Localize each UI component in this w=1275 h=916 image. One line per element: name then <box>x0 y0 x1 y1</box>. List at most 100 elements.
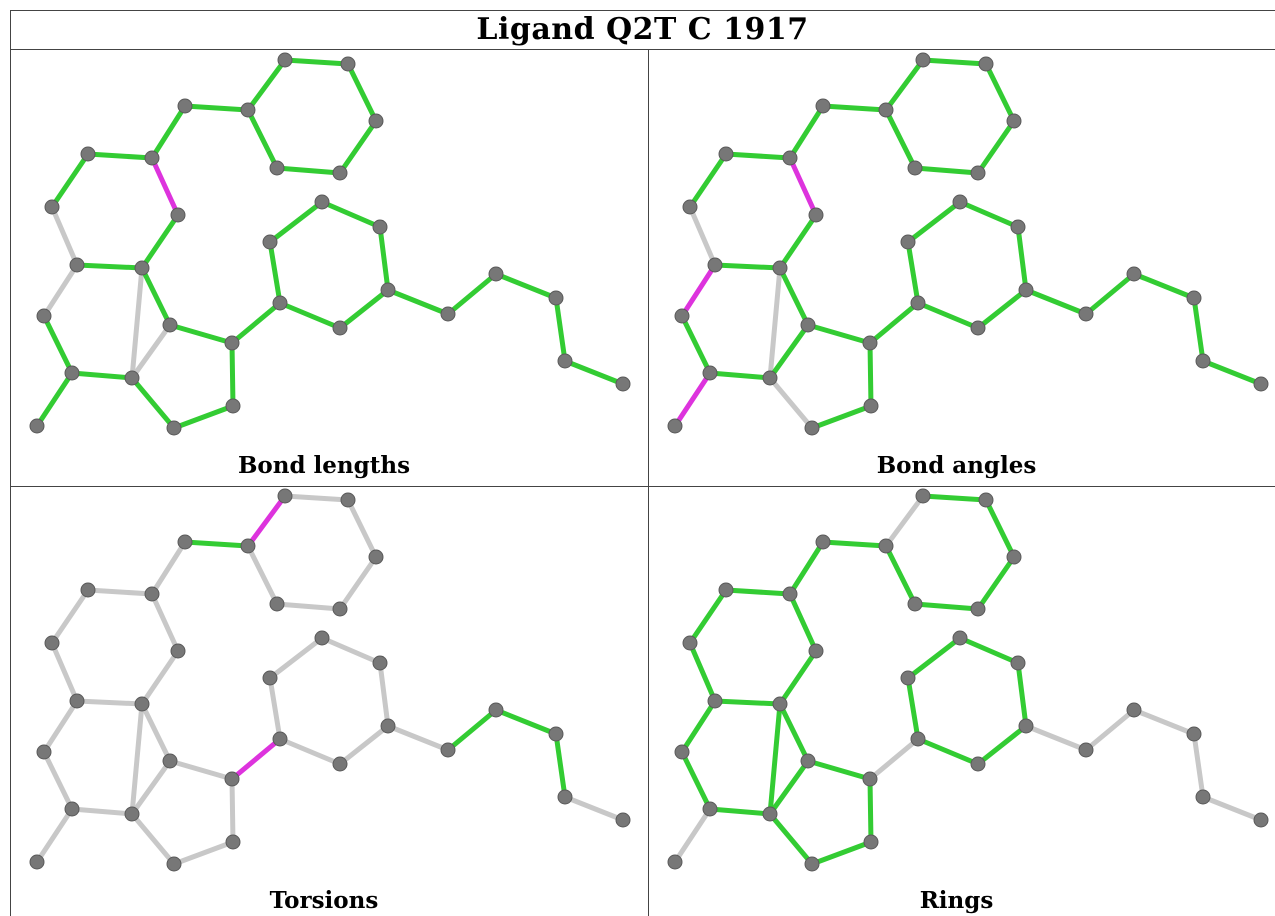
atom <box>144 150 160 166</box>
bond <box>385 723 451 753</box>
bond <box>345 61 379 124</box>
atom <box>440 306 456 322</box>
atom <box>277 52 293 68</box>
bond <box>805 758 873 782</box>
atom <box>1078 306 1094 322</box>
molecule-diagram-torsions <box>29 488 631 872</box>
bond <box>905 635 963 681</box>
atom <box>170 207 186 223</box>
atom <box>372 219 388 235</box>
atom <box>488 702 504 718</box>
atom <box>69 257 85 273</box>
bond <box>767 811 815 867</box>
bond <box>267 635 325 681</box>
bond <box>49 587 91 646</box>
bond <box>712 262 783 271</box>
bond <box>905 675 921 742</box>
atom <box>970 165 986 181</box>
bond <box>377 660 391 729</box>
bond <box>337 723 391 767</box>
bond <box>377 224 391 293</box>
atom <box>170 643 186 659</box>
bond <box>34 370 75 429</box>
bond <box>983 61 1017 124</box>
bond <box>883 107 918 171</box>
bond <box>69 370 135 381</box>
atom <box>674 744 690 760</box>
bond <box>49 151 91 210</box>
bond <box>915 736 981 767</box>
atom <box>368 549 384 565</box>
bond <box>274 165 343 176</box>
bond <box>767 322 811 381</box>
bond <box>129 701 145 817</box>
bond <box>182 539 251 549</box>
atom <box>900 234 916 250</box>
atom <box>1253 812 1269 828</box>
bond <box>777 701 811 764</box>
atom <box>340 56 356 72</box>
bond <box>493 271 559 301</box>
atom <box>1126 702 1142 718</box>
bond <box>562 358 626 387</box>
bond <box>277 300 343 331</box>
bond <box>139 648 181 707</box>
bond <box>912 601 981 612</box>
bond <box>767 265 783 381</box>
atom <box>907 596 923 612</box>
bond <box>767 375 815 431</box>
atom <box>124 806 140 822</box>
atom <box>667 418 683 434</box>
atom <box>69 693 85 709</box>
bond <box>1083 707 1137 753</box>
panel-label-torsions: Torsions <box>269 887 379 914</box>
bond <box>787 155 819 218</box>
bond <box>1015 224 1029 293</box>
atom <box>1018 282 1034 298</box>
atom <box>1010 655 1026 671</box>
bond <box>167 322 235 346</box>
bond <box>445 707 499 753</box>
bond <box>867 300 921 346</box>
bond <box>139 701 173 764</box>
atom <box>707 257 723 273</box>
bond <box>975 554 1017 612</box>
atom <box>674 308 690 324</box>
bond <box>129 811 177 867</box>
atom <box>915 488 931 504</box>
bond <box>687 587 729 646</box>
atom <box>900 670 916 686</box>
bond <box>1015 660 1029 729</box>
atom <box>682 635 698 651</box>
bond <box>975 723 1029 767</box>
atom <box>36 744 52 760</box>
bond <box>171 403 236 431</box>
bond <box>805 322 873 346</box>
atom <box>978 56 994 72</box>
atom <box>548 290 564 306</box>
bond <box>149 155 181 218</box>
atom <box>124 370 140 386</box>
atom <box>910 731 926 747</box>
bond <box>445 271 499 317</box>
bond <box>787 539 826 597</box>
bond <box>229 300 283 346</box>
atom <box>615 376 631 392</box>
atom <box>314 630 330 646</box>
atom <box>29 418 45 434</box>
atom <box>332 756 348 772</box>
atom <box>332 320 348 336</box>
bond <box>41 698 80 755</box>
atom <box>372 655 388 671</box>
atom <box>380 718 396 734</box>
bond <box>385 287 451 317</box>
bond <box>282 493 351 503</box>
atom <box>863 398 879 414</box>
bond <box>767 701 783 817</box>
bond <box>245 57 288 113</box>
atom <box>1006 113 1022 129</box>
bond <box>687 640 718 704</box>
atom <box>177 534 193 550</box>
atom <box>332 165 348 181</box>
atom <box>970 756 986 772</box>
